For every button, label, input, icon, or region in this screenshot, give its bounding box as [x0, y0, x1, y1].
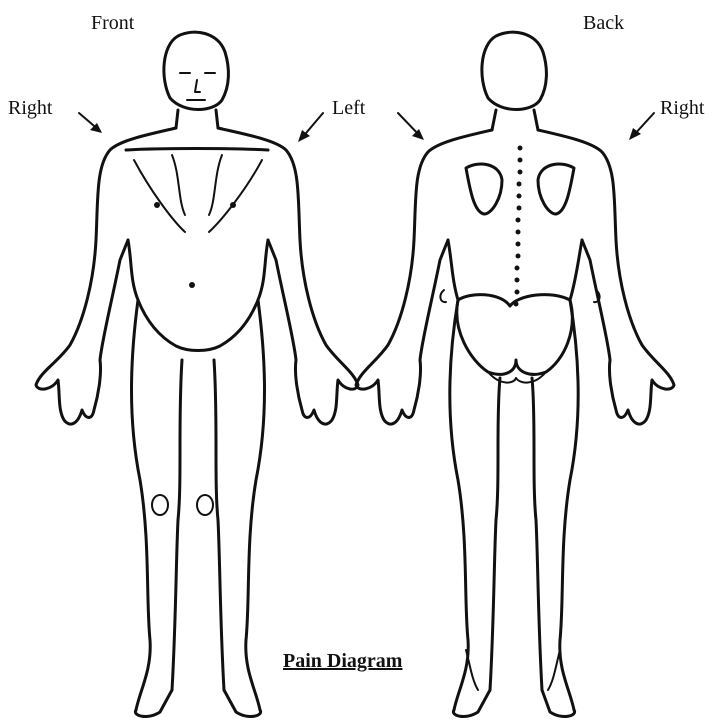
arrow-back-right — [629, 113, 654, 140]
arrow-front-right — [79, 113, 102, 133]
spine-dots — [514, 146, 523, 307]
arrow-back-left — [398, 113, 424, 140]
front-body-figure — [36, 32, 358, 716]
back-body-figure — [356, 32, 674, 716]
arrow-front-left — [298, 113, 323, 142]
